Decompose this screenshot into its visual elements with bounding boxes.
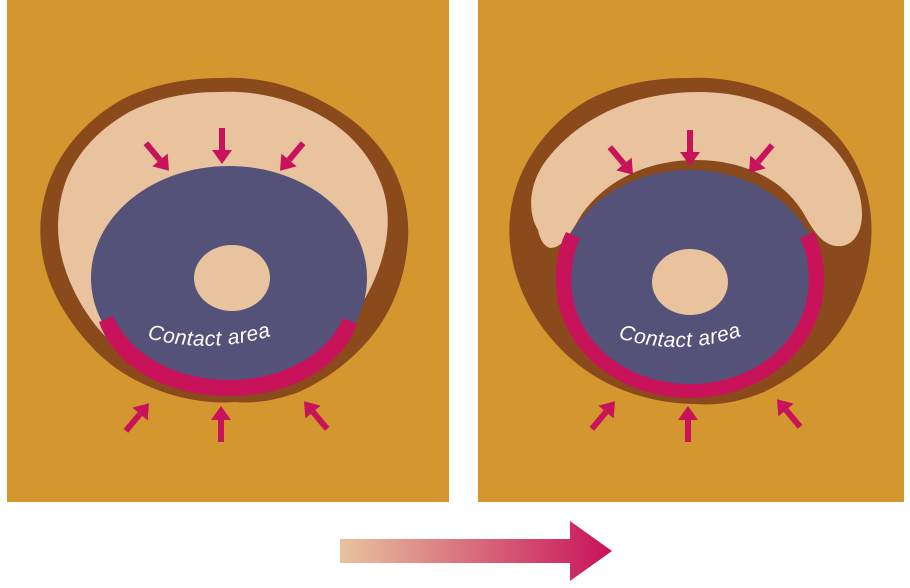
arrow-icon	[280, 141, 306, 171]
arrow-icon	[589, 401, 615, 431]
diagram-before: Contact area	[7, 0, 449, 502]
central-hole	[194, 245, 270, 311]
arrow-icon	[304, 401, 330, 431]
arrow-icon	[680, 130, 700, 166]
pressure-arrows-top	[607, 130, 775, 175]
pressure-arrows-bottom	[589, 399, 803, 442]
contact-band	[99, 316, 357, 396]
pressure-arrows-top	[143, 128, 306, 171]
progression-arrow	[340, 515, 620, 585]
arrow-icon	[211, 406, 231, 442]
panel-before: Contact area	[7, 0, 449, 502]
arrow-icon	[777, 399, 803, 429]
arrow-icon	[678, 406, 698, 442]
gap-area	[531, 92, 862, 248]
arrow-icon	[749, 143, 775, 173]
arrow-right-icon	[340, 521, 612, 581]
arrow-icon	[143, 141, 169, 171]
arrow-icon	[212, 128, 232, 164]
arrow-icon	[123, 403, 149, 433]
central-hole	[652, 249, 728, 315]
diagram-after: Contact area	[478, 0, 904, 502]
pressure-arrows-bottom	[123, 401, 330, 442]
panel-after: Contact area	[478, 0, 904, 502]
arrow-icon	[607, 145, 633, 175]
